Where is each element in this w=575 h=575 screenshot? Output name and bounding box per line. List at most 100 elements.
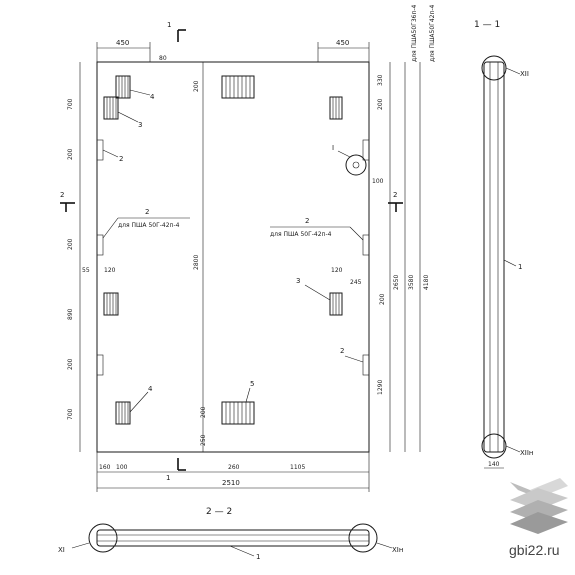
dim-label: 2800	[193, 255, 200, 270]
watermark-text: gbi22.ru	[509, 542, 560, 558]
detail-label: I	[332, 144, 334, 152]
leader-line	[229, 545, 255, 557]
section-1-1-outline	[483, 61, 505, 453]
leader-line	[117, 111, 139, 123]
dim-label: 250	[200, 434, 207, 446]
callout-2-note-right: 2	[305, 217, 309, 225]
callout-2: 2	[119, 155, 123, 163]
leader-line	[505, 445, 521, 453]
note-vertical: для ПША50Г42п-4	[429, 4, 436, 62]
callout-XII: XII	[520, 70, 529, 78]
leader-line	[129, 391, 149, 413]
dim-label: 200	[379, 293, 386, 305]
dim-label: 700	[67, 408, 74, 420]
dim-label: 200	[67, 358, 74, 370]
embed-plate	[96, 354, 104, 376]
callout-3: 3	[138, 121, 142, 129]
dim-label: 700	[67, 98, 74, 110]
note-right: для ПША 50Г-42п-4	[270, 231, 332, 238]
leader-line	[337, 150, 351, 158]
dim-label: 120	[331, 267, 343, 274]
embed-top-right	[329, 96, 343, 120]
dim-label: 890	[67, 308, 74, 320]
callout-5: 5	[250, 380, 254, 388]
embed-plate	[362, 354, 370, 376]
callout-2-note-left: 2	[145, 208, 149, 216]
dim-label: 3580	[408, 275, 415, 290]
callout-1: 1	[518, 263, 522, 271]
dim-label: 160	[99, 464, 111, 471]
embed-4-bottom	[115, 401, 131, 425]
section-mark-label: 2	[60, 191, 64, 199]
dim-label: 200	[67, 238, 74, 250]
embed-plate	[362, 234, 370, 256]
leader-line	[503, 259, 517, 267]
leader-line	[344, 355, 364, 363]
callout-4-bottom: 4	[148, 385, 153, 393]
callout-XIIn: XIIн	[520, 449, 534, 457]
dim-label: 200	[200, 406, 207, 418]
note-left: для ПША 50Г-42п-4	[118, 222, 180, 229]
dim-label: 330	[377, 74, 384, 86]
leader-line	[102, 217, 119, 239]
dim-label: 4180	[423, 275, 430, 290]
callout-1-section: 1	[256, 553, 260, 561]
dim-label: 450	[336, 39, 349, 47]
dim-label: 120	[104, 267, 116, 274]
detail-circle-XIn	[348, 523, 378, 553]
detail-circle-XIIn	[481, 433, 507, 459]
detail-circle-XI	[88, 523, 118, 553]
dim-label: 200	[193, 80, 200, 92]
embed-plate	[96, 139, 104, 161]
embed-plate	[362, 139, 370, 161]
logo-icon	[510, 478, 568, 534]
detail-circle-XII	[481, 55, 507, 81]
callout-XI: XI	[58, 546, 65, 554]
dim-label: 80	[159, 55, 167, 62]
dim-label: 200	[377, 98, 384, 110]
section-mark-label: 2	[393, 191, 397, 199]
leader-line	[129, 89, 151, 96]
leader-line	[349, 226, 364, 241]
dim-label: 100	[372, 178, 384, 185]
dim-label: 260	[228, 464, 240, 471]
detail-circle-I	[345, 154, 367, 176]
dim-label: 450	[116, 39, 129, 47]
dim-label: 200	[67, 148, 74, 160]
dim-label: 245	[350, 279, 362, 286]
section-mark-label: 1	[167, 21, 171, 29]
leader-line	[102, 149, 119, 158]
dim-label: 1105	[290, 464, 305, 471]
dim-label-total: 2510	[222, 479, 240, 487]
dim-label: 140	[488, 461, 500, 468]
panel-outline	[96, 61, 370, 453]
embed-plate	[96, 234, 104, 256]
leader-line	[304, 284, 331, 301]
section-mark-label: 1	[166, 474, 170, 482]
leader-line	[505, 67, 521, 75]
callout-2-right: 2	[340, 347, 344, 355]
note-vertical: для ПША50Г36п-4	[411, 4, 418, 62]
leader-line	[71, 542, 90, 549]
dim-label: 100	[116, 464, 128, 471]
embed-3-right-mid	[329, 292, 343, 316]
callout-XIn: XIн	[392, 546, 403, 554]
embed-3-top	[103, 96, 119, 120]
dim-label: 1290	[377, 380, 384, 395]
section-2-2-outline	[96, 529, 370, 547]
embed-3-left-mid	[103, 292, 119, 316]
section-1-1-title: 1 — 1	[474, 20, 500, 30]
embed-4-top	[115, 75, 131, 99]
embed-top-center	[221, 75, 255, 99]
dim-label: 55	[82, 267, 90, 274]
leader-line	[245, 387, 251, 403]
leader-line	[376, 542, 393, 549]
lifting-loop	[352, 161, 360, 169]
callout-3-right: 3	[296, 277, 300, 285]
embed-5-bottom	[221, 401, 255, 425]
dim-label: 2650	[393, 275, 400, 290]
section-2-2-title: 2 — 2	[206, 507, 232, 517]
callout-4: 4	[150, 93, 155, 101]
